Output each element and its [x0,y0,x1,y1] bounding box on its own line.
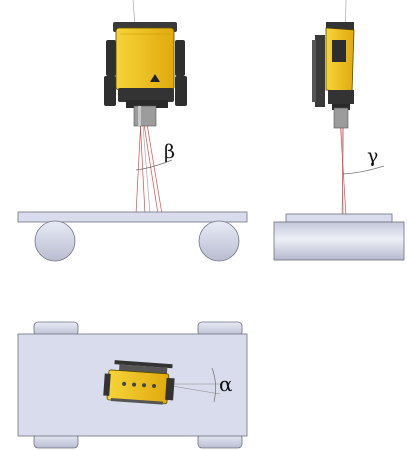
side-drum [273,221,405,261]
roller-left [34,220,76,262]
alpha-angle-label: α [219,372,233,396]
beta-angle-label: β [164,141,175,163]
laser-sensor-top [103,360,175,405]
gamma-angle-label: γ [367,145,378,167]
laser-sensor-side [312,22,355,129]
laser-beam-side [339,117,347,217]
gamma-angle-arc [342,165,385,175]
alpha-angle-arc [211,367,216,403]
beta-angle-arc [135,159,173,171]
laser-sensor-front [104,22,187,127]
side-view-panel: γ [273,0,405,261]
front-view-panel: β [17,0,248,262]
conveyor-belt [17,211,248,223]
roller-right [198,220,240,262]
sensor-axis-line [171,385,221,395]
side-surface-strip [285,213,393,223]
top-view-panel: α [17,321,248,449]
